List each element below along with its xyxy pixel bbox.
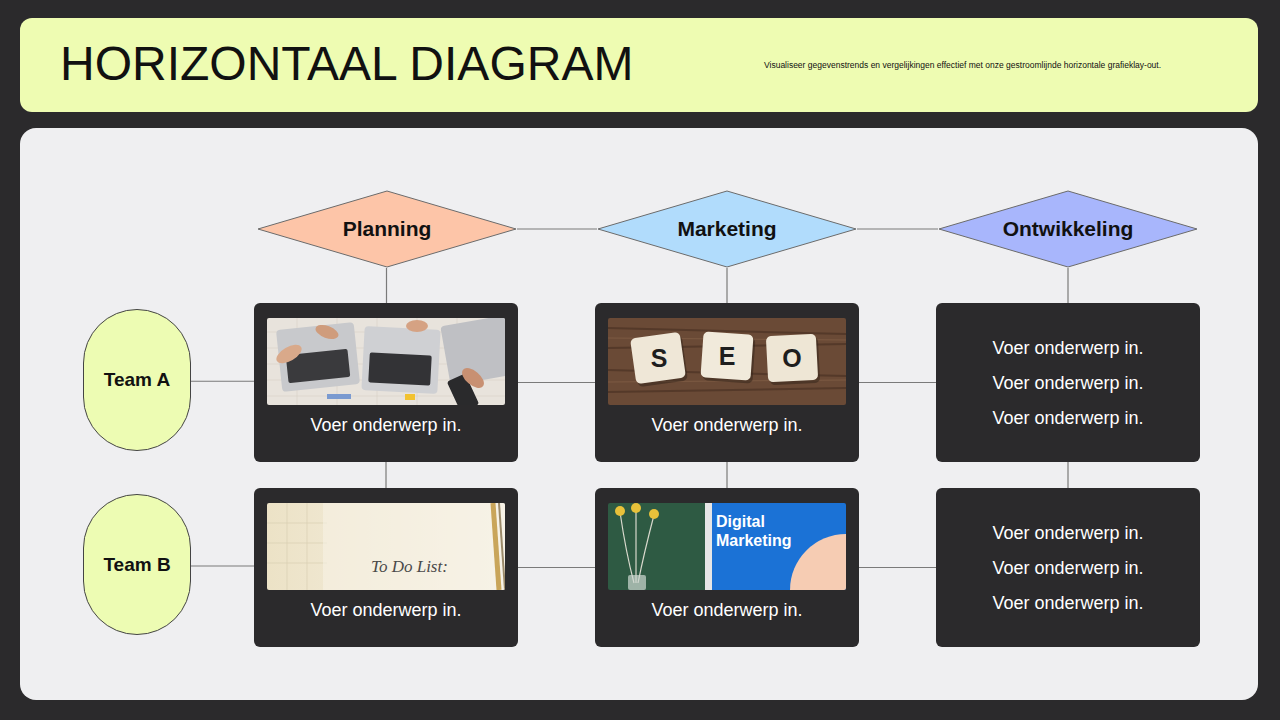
illustration-part bbox=[323, 503, 505, 590]
connector-line bbox=[191, 565, 254, 566]
connector-line bbox=[726, 268, 727, 303]
topic-box: Voer onderwerp in. Voer onderwerp in. Voer… bbox=[936, 303, 1200, 462]
illustration-part bbox=[790, 534, 846, 590]
connector-line bbox=[726, 462, 727, 488]
topic-text: Voer onderwerp in. bbox=[992, 406, 1143, 430]
illustration-part bbox=[273, 341, 304, 367]
illustration-part bbox=[368, 352, 431, 385]
topic-text: Voer onderwerp in. bbox=[992, 336, 1143, 360]
diamond-shape bbox=[598, 191, 856, 267]
pill-shape bbox=[84, 310, 191, 451]
illustration-part bbox=[493, 503, 499, 590]
illustration-part bbox=[267, 503, 327, 590]
category-label: Marketing bbox=[677, 216, 776, 242]
illustration-part bbox=[628, 575, 646, 590]
category-diamond: Marketing bbox=[597, 190, 857, 268]
illustration-part bbox=[327, 394, 351, 399]
illustration-part bbox=[307, 503, 308, 590]
tile-letter: O bbox=[777, 343, 807, 373]
illustration-part bbox=[608, 388, 846, 392]
topic-text: Voer onderwerp in. bbox=[651, 598, 802, 622]
topic-text: Voer onderwerp in. bbox=[651, 413, 802, 437]
team-pill: Team A bbox=[83, 309, 191, 451]
topic-box: Voer onderwerp in. bbox=[254, 303, 518, 462]
topic-box: Voer onderwerp in. bbox=[595, 488, 859, 647]
connector-line bbox=[517, 228, 597, 229]
topic-text: Voer onderwerp in. bbox=[310, 598, 461, 622]
illustration-part bbox=[267, 523, 327, 524]
topic-text: Voer onderwerp in. bbox=[992, 591, 1143, 615]
photo-frame bbox=[267, 503, 505, 590]
topic-text: Voer onderwerp in. bbox=[310, 413, 461, 437]
category-label: Planning bbox=[343, 216, 432, 242]
photo-frame bbox=[267, 318, 505, 405]
page-title: HORIZONTAAL DIAGRAM bbox=[60, 36, 633, 92]
illustration-part bbox=[635, 509, 636, 583]
team-pill: Team B bbox=[83, 494, 191, 635]
connector-line bbox=[518, 567, 595, 568]
illustration-part bbox=[405, 394, 415, 400]
illustration-part bbox=[406, 320, 428, 332]
tile-letter: S bbox=[644, 343, 674, 373]
connector-line bbox=[386, 268, 387, 303]
illustration-part bbox=[287, 503, 288, 590]
connector-line bbox=[191, 381, 254, 382]
illustration-part bbox=[361, 326, 440, 394]
todo-list-photo bbox=[267, 503, 505, 590]
topic-text: Voer onderwerp in. bbox=[992, 556, 1143, 580]
connector-line bbox=[859, 567, 936, 568]
illustration-part bbox=[459, 364, 488, 391]
connector-line bbox=[385, 462, 386, 488]
topic-box: Voer onderwerp in. bbox=[595, 303, 859, 462]
handwritten-note: To Do List: bbox=[371, 556, 448, 578]
illustration-part bbox=[267, 543, 327, 544]
illustration-part bbox=[615, 506, 625, 516]
illustration-part bbox=[766, 334, 818, 383]
topic-text: Voer onderwerp in. bbox=[992, 371, 1143, 395]
connector-line bbox=[518, 382, 595, 383]
illustration-part bbox=[608, 503, 705, 590]
topic-box: Voer onderwerp in. Voer onderwerp in. Voer… bbox=[936, 488, 1200, 647]
connector-line bbox=[857, 228, 938, 229]
illustration-part bbox=[608, 328, 846, 392]
connector-line bbox=[1067, 462, 1068, 488]
team-label: Team B bbox=[103, 553, 170, 577]
illustration-part bbox=[620, 509, 654, 583]
illustration-part bbox=[620, 512, 634, 583]
category-label: Ontwikkeling bbox=[1003, 216, 1134, 242]
illustration-part bbox=[630, 332, 686, 385]
diamond-shape bbox=[939, 191, 1197, 267]
illustration-part bbox=[705, 503, 712, 590]
illustration-part bbox=[631, 503, 641, 513]
connector-line bbox=[1067, 268, 1068, 303]
illustration-part bbox=[499, 503, 505, 590]
illustration-part bbox=[638, 515, 654, 583]
illustration-part bbox=[649, 509, 659, 519]
topic-text: Voer onderwerp in. bbox=[992, 521, 1143, 545]
connector-line bbox=[859, 382, 936, 383]
team-label: Team A bbox=[104, 368, 171, 392]
laptops-photo bbox=[267, 318, 505, 405]
page-subtitle: Visualiseer gegevenstrends en vergelijki… bbox=[764, 60, 1161, 71]
pill-shape bbox=[84, 495, 191, 635]
illustration-part bbox=[608, 318, 846, 405]
illustration-part bbox=[700, 331, 753, 380]
illustration-part bbox=[314, 322, 341, 341]
tile-letter: E bbox=[712, 341, 742, 371]
illustration-part bbox=[267, 563, 327, 564]
illustration-part bbox=[267, 503, 505, 590]
category-diamond: Planning bbox=[257, 190, 517, 268]
category-diamond: Ontwikkeling bbox=[938, 190, 1198, 268]
poster-text: Digital Marketing bbox=[716, 512, 816, 550]
diamond-shape bbox=[258, 191, 516, 267]
